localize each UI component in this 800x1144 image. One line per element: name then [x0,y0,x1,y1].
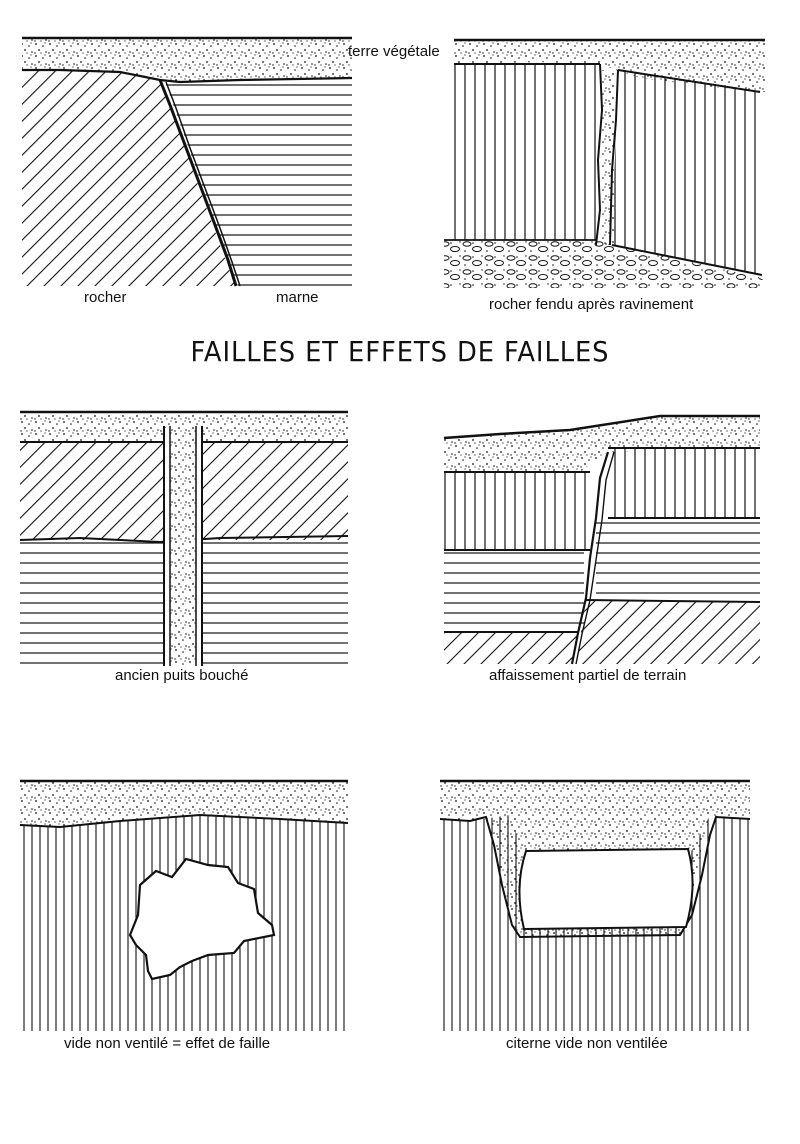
cistern-caption: citerne vide non ventilée [506,1035,668,1052]
old-well-diagram [19,410,349,666]
subsidence-diagram [443,414,761,665]
page-title: FAILLES ET EFFETS DE FAILLES [190,335,610,368]
topsoil-label: terre végétale [348,43,440,60]
old-well-caption: ancien puits bouché [115,667,249,684]
rock-label: rocher [84,289,127,306]
split-rock-caption: rocher fendu après ravinement [489,296,694,313]
fault-rock-marl-diagram [22,36,353,287]
split-rock-diagram [444,38,765,288]
marl-label: marne [276,289,319,306]
empty-cistern-diagram [439,779,751,1031]
unventilated-void-diagram [19,779,349,1031]
void-caption: vide non ventilé = effet de faille [64,1035,271,1052]
subsidence-caption: affaissement partiel de terrain [489,667,687,684]
